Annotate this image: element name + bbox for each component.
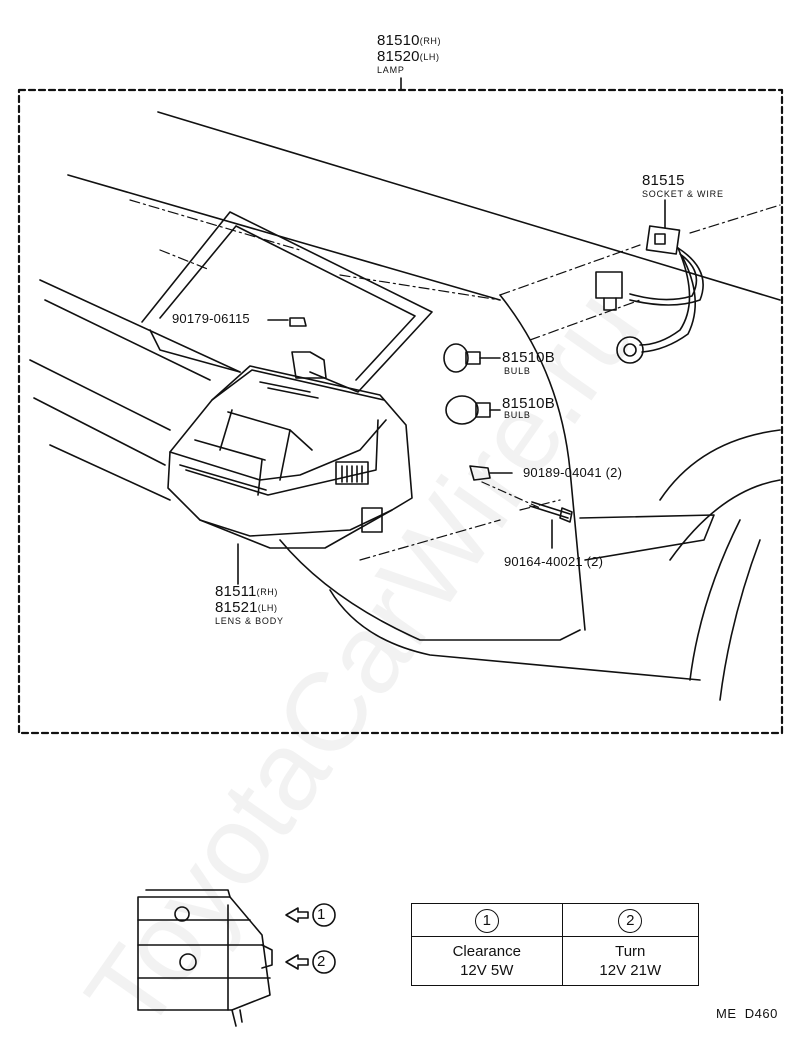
nut-shape xyxy=(267,317,307,327)
clip-number: 90189-04041 (2) xyxy=(523,465,623,480)
lamp-rh-number: 81510(RH) xyxy=(377,32,442,49)
spec-header-2: 2 xyxy=(561,903,700,937)
lamp-housing xyxy=(167,351,413,549)
lamp-front-view xyxy=(137,889,273,1027)
clip-shape xyxy=(469,465,541,509)
bulb-upper-number: 81510B xyxy=(502,349,555,366)
callout-two: 2 xyxy=(317,953,326,970)
bulb-upper-label: BULB xyxy=(504,366,531,376)
spec-cell-turn: Turn 12V 21W xyxy=(561,936,700,986)
spec-header-1: 1 xyxy=(411,903,563,937)
bulb-upper-shape xyxy=(443,343,501,373)
nut-number: 90179-06115 xyxy=(172,311,250,326)
bulb-spec-table: 1 2 Clearance 12V 5W Turn 12V 21W xyxy=(411,903,700,986)
lamp-lh-number: 81520(LH) xyxy=(377,48,440,65)
screw-shape xyxy=(529,501,573,549)
bulb-lower-number: 81510B xyxy=(502,395,555,412)
lens-lh-number: 81521(LH) xyxy=(215,599,278,616)
lens-rh-number: 81511(RH) xyxy=(215,583,279,600)
callout-arrows xyxy=(285,903,336,974)
car-body xyxy=(29,111,781,701)
bulb-lower-shape xyxy=(445,395,501,425)
spec-cell-clearance: Clearance 12V 5W xyxy=(411,936,563,986)
diagram-code: ME D460 xyxy=(716,1006,778,1021)
callout-one: 1 xyxy=(317,906,326,923)
bulb-lower-label: BULB xyxy=(504,410,531,420)
screw-number: 90164-40021 (2) xyxy=(504,554,604,569)
lens-label: LENS & BODY xyxy=(215,616,284,626)
socket-number: 81515 xyxy=(642,172,685,189)
hidden-lines xyxy=(129,199,781,561)
lamp-label: LAMP xyxy=(377,65,405,75)
socket-label: SOCKET & WIRE xyxy=(642,189,724,199)
gasket xyxy=(141,211,433,393)
socket-and-wire xyxy=(595,199,704,364)
